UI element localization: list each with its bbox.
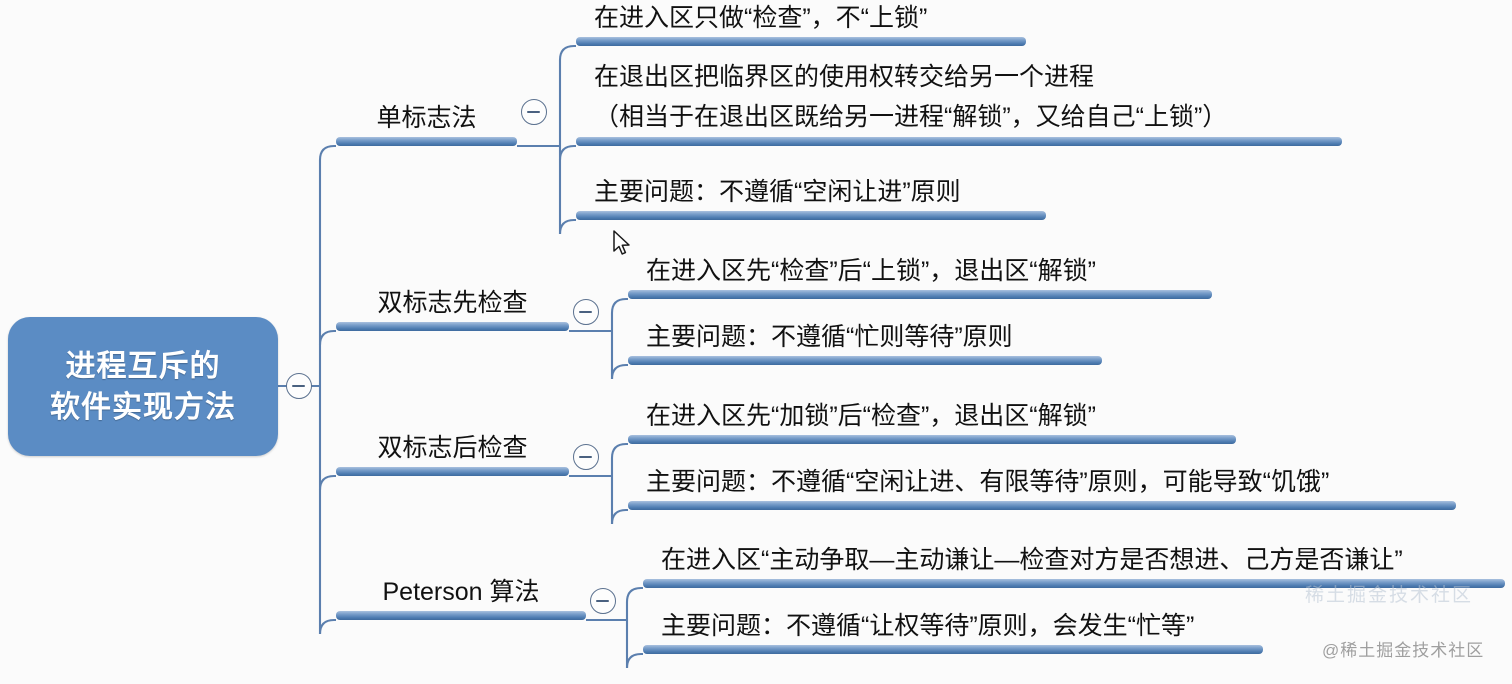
leaf-label: 在进入区只做“检查”，不“上锁” — [594, 4, 928, 32]
branch-collapse-toggle-peterson[interactable] — [590, 588, 616, 614]
root-node[interactable]: 进程互斥的 软件实现方法 — [8, 317, 278, 456]
leaf-label: 主要问题：不遵循“空闲让进”原则 — [594, 178, 961, 206]
leaf-bar — [628, 356, 1102, 365]
leaf-bar — [576, 37, 1026, 46]
leaf-node-peterson-2[interactable]: 主要问题：不遵循“让权等待”原则，会发生“忙等” — [643, 610, 1263, 654]
leaf-bar — [576, 211, 1046, 220]
leaf-label: 在退出区把临界区的使用权转交给另一个进程 （相当于在退出区既给另一进程“解锁”，… — [594, 63, 1228, 131]
leaf-label: 在进入区先“检查”后“上锁”，退出区“解锁” — [646, 257, 1096, 285]
branch-bar — [336, 467, 569, 476]
leaf-label: 在进入区先“加锁”后“检查”，退出区“解锁” — [646, 402, 1096, 430]
branch-collapse-toggle-double-flag-check-after[interactable] — [573, 444, 599, 470]
branch-bar — [336, 137, 517, 146]
leaf-bar — [628, 501, 1456, 510]
watermark-faint: 稀土掘金技术社区 — [1305, 585, 1474, 606]
leaf-bar — [643, 645, 1263, 654]
leaf-node-peterson-1[interactable]: 在进入区“主动争取—主动谦让—检查对方是否想进、己方是否谦让” — [643, 544, 1505, 588]
leaf-node-single-flag-3[interactable]: 主要问题：不遵循“空闲让进”原则 — [576, 176, 1046, 220]
leaf-bar — [643, 579, 1505, 588]
leaf-label: 在进入区“主动争取—主动谦让—检查对方是否想进、己方是否谦让” — [661, 546, 1403, 574]
branch-node-double-flag-check-after[interactable]: 双标志后检查 — [336, 432, 569, 476]
leaf-node-dfcf-2[interactable]: 主要问题：不遵循“忙则等待”原则 — [628, 321, 1102, 365]
branch-label-double-flag-check-after: 双标志后检查 — [377, 434, 528, 462]
branch-bar — [336, 611, 586, 620]
leaf-node-single-flag-1[interactable]: 在进入区只做“检查”，不“上锁” — [576, 0, 1026, 46]
leaf-node-dfcf-1[interactable]: 在进入区先“检查”后“上锁”，退出区“解锁” — [628, 255, 1212, 299]
root-collapse-toggle[interactable] — [286, 373, 312, 399]
branch-node-double-flag-check-first[interactable]: 双标志先检查 — [336, 287, 569, 331]
leaf-bar — [628, 290, 1212, 299]
branch-node-single-flag[interactable]: 单标志法 — [336, 100, 517, 146]
mouse-pointer-icon — [613, 230, 630, 255]
branch-label-peterson: Peterson 算法 — [382, 578, 540, 606]
branch-collapse-toggle-double-flag-check-first[interactable] — [573, 299, 599, 325]
branch-node-peterson[interactable]: Peterson 算法 — [336, 576, 586, 620]
leaf-node-dfca-1[interactable]: 在进入区先“加锁”后“检查”，退出区“解锁” — [628, 400, 1236, 444]
watermark: @稀土掘金技术社区 — [1322, 641, 1485, 660]
leaf-bar — [576, 137, 1342, 146]
leaf-node-dfca-2[interactable]: 主要问题：不遵循“空闲让进、有限等待”原则，可能导致“饥饿” — [628, 466, 1456, 510]
root-label: 进程互斥的 软件实现方法 — [50, 349, 236, 424]
branch-label-double-flag-check-first: 双标志先检查 — [377, 289, 528, 317]
leaf-label: 主要问题：不遵循“让权等待”原则，会发生“忙等” — [661, 612, 1195, 640]
branch-collapse-toggle-single-flag[interactable] — [521, 99, 547, 125]
leaf-label: 主要问题：不遵循“空闲让进、有限等待”原则，可能导致“饥饿” — [646, 468, 1330, 496]
branch-label-single-flag: 单标志法 — [376, 104, 477, 132]
branch-bar — [336, 322, 569, 331]
leaf-node-single-flag-2[interactable]: 在退出区把临界区的使用权转交给另一个进程 （相当于在退出区既给另一进程“解锁”，… — [576, 62, 1342, 146]
leaf-label: 主要问题：不遵循“忙则等待”原则 — [646, 323, 1013, 351]
leaf-bar — [628, 435, 1236, 444]
